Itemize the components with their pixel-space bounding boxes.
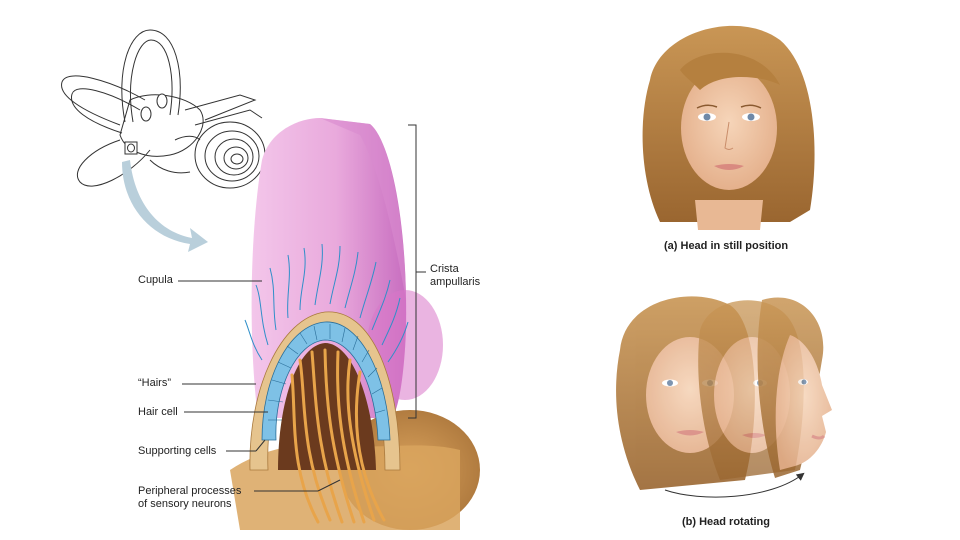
caption-head-still: (a) Head in still position <box>664 240 789 252</box>
label-hair-cell: Hair cell <box>138 406 178 418</box>
cell-divisions <box>267 324 386 421</box>
hair-cell-arch <box>261 321 391 441</box>
rotation-arrow <box>664 472 805 498</box>
label-cupula: Cupula <box>138 274 173 286</box>
head-still <box>642 25 815 230</box>
cupula-top <box>320 118 406 300</box>
label-hairs: “Hairs” <box>138 377 171 389</box>
label-crista-ampullaris: Crista ampullaris <box>430 263 480 289</box>
sensory-neurons <box>290 348 386 524</box>
zoom-arrow <box>122 160 208 252</box>
leader-lines <box>178 280 341 492</box>
head-rotating <box>616 296 832 498</box>
label-peripheral-line1: Peripheral processes <box>138 485 242 497</box>
label-crista-line1: Crista <box>430 263 459 275</box>
label-supporting-cells: Supporting cells <box>138 445 217 457</box>
inner-ear-outline <box>61 29 266 189</box>
crista-bracket <box>408 124 426 419</box>
hair-bundles <box>244 243 409 363</box>
label-peripheral-line2: of sensory neurons <box>138 498 232 510</box>
label-peripheral-processes: Peripheral processes of sensory neurons <box>138 485 241 511</box>
caption-head-rotating: (b) Head rotating <box>682 516 770 528</box>
label-crista-line2: ampullaris <box>430 276 481 288</box>
